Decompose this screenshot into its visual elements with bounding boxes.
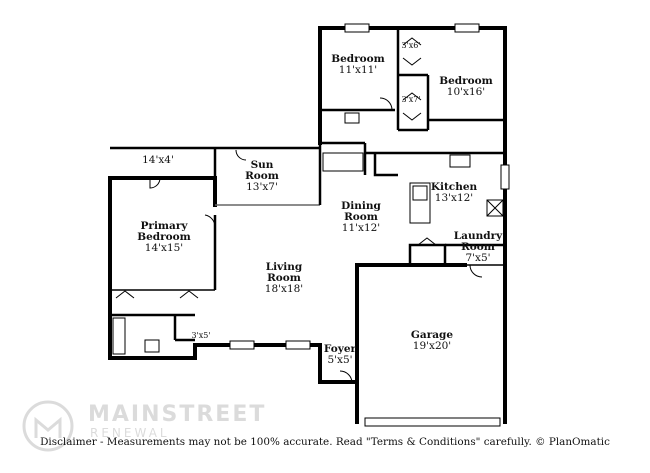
door-primary-porch — [149, 177, 161, 189]
bedroom2-dims: 11'x11' — [339, 64, 377, 76]
living-name1: Living — [266, 261, 303, 273]
door-primary — [204, 214, 216, 228]
closet-a-dims: 3'x6' — [401, 41, 420, 50]
dining-dims: 11'x12' — [342, 222, 380, 234]
foyer-name: Foyer — [324, 343, 357, 355]
logo-emblem-icon — [22, 400, 74, 452]
kitchen-island — [409, 182, 431, 224]
garage-door — [364, 417, 501, 427]
closet-door-d — [179, 290, 199, 299]
foyer-dims: 5'x5' — [327, 354, 352, 366]
kitchen-sink — [412, 185, 428, 201]
windows — [229, 23, 510, 427]
mainstreet-renewal-logo: MAINSTREET RENEWAL — [18, 396, 264, 456]
garage-name: Garage — [411, 329, 453, 341]
pantry-door — [417, 237, 437, 246]
wall-pantry — [408, 243, 447, 265]
door-sunroom — [235, 149, 247, 161]
bedroom2-name: Bedroom — [331, 53, 385, 65]
door-foyer — [339, 370, 353, 384]
doors — [115, 37, 483, 384]
sunroom-name2: Room — [245, 170, 279, 182]
disclaimer-text: Disclaimer - Measurements may not be 100… — [40, 436, 610, 448]
wall-linen — [373, 153, 398, 177]
laundry-name2: Room — [461, 241, 495, 253]
porch-dims: 14'x4' — [142, 154, 174, 166]
stove — [449, 154, 471, 168]
fridge-mark — [486, 199, 504, 217]
sunroom-name1: Sun — [251, 159, 274, 171]
fridge — [486, 199, 504, 217]
wall-bedroom-block — [318, 26, 507, 155]
window-living-2 — [285, 340, 311, 350]
closet-b-dims: 3'x7' — [401, 95, 420, 104]
logo-line2: RENEWAL — [90, 426, 170, 440]
kitchen-dims: 13'x12' — [435, 192, 473, 204]
closet-door-a2 — [402, 57, 422, 66]
primary-name1: Primary — [141, 220, 189, 232]
living-dims: 18'x18' — [265, 283, 303, 295]
bedroom3-dims: 10'x16' — [447, 86, 485, 98]
primary-dims: 14'x15' — [145, 242, 183, 254]
laundry-name1: Laundry — [454, 230, 503, 242]
closet-c-dims: 3'x5' — [191, 331, 210, 340]
interior-walls — [110, 28, 505, 342]
door-bed2 — [379, 97, 393, 111]
logo-line1: MAINSTREET — [88, 402, 267, 427]
garage-dims: 19'x20' — [413, 340, 451, 352]
sink-hall — [344, 112, 360, 124]
closet-door-c — [115, 290, 135, 299]
fixtures — [112, 112, 504, 355]
window-bed2 — [344, 23, 370, 33]
closet-door-b2 — [402, 112, 422, 121]
kitchen-name: Kitchen — [431, 181, 478, 193]
living-name2: Room — [267, 272, 301, 284]
window-kitchen — [500, 164, 510, 190]
bedroom3-name: Bedroom — [439, 75, 493, 87]
dining-name1: Dining — [341, 200, 381, 212]
sink-primary — [144, 339, 160, 353]
dining-name2: Room — [344, 211, 378, 223]
sunroom-dims: 13'x7' — [246, 181, 278, 193]
window-living-1 — [229, 340, 255, 350]
closet-door-b — [402, 92, 422, 101]
primary-name2: Bedroom — [137, 231, 191, 243]
closet-door-a — [402, 37, 422, 46]
laundry-dims: 7'x5' — [465, 252, 490, 264]
window-bed3 — [454, 23, 480, 33]
room-labels: Bedroom 11'x11' Bedroom 10'x16' 3'x6' 3'… — [137, 41, 503, 366]
door-laundry — [469, 264, 483, 278]
bathtub-hall — [322, 152, 364, 172]
bathtub-primary — [112, 317, 126, 355]
